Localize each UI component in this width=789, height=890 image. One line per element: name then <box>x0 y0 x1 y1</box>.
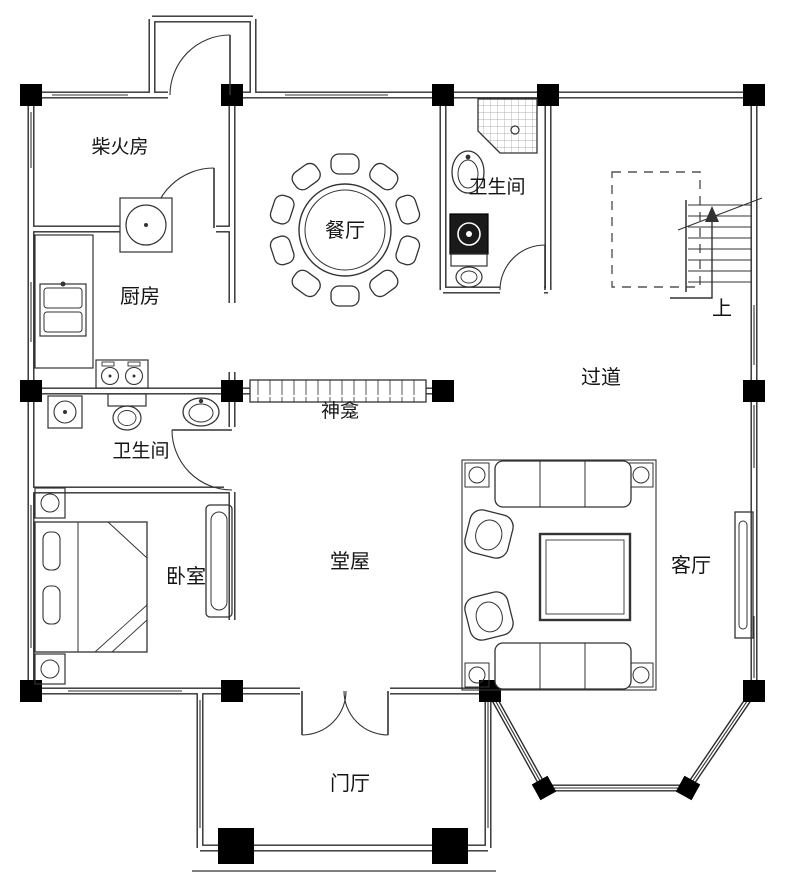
sink-icon <box>451 150 485 194</box>
column-icon <box>432 828 468 864</box>
double-door-swing-icon <box>301 690 389 736</box>
nightstand-icon <box>34 653 66 685</box>
nightstand-icon <box>34 487 66 519</box>
washing-machine-icon <box>449 213 489 255</box>
column-icon <box>20 84 42 106</box>
sofa-icon <box>494 642 632 690</box>
room-label-main-hall: 堂屋 <box>330 549 370 573</box>
toilet-icon <box>107 393 147 431</box>
door-swing-icon <box>169 34 231 96</box>
door-swing-icon <box>171 429 233 491</box>
column-icon <box>531 775 557 801</box>
dining-set <box>267 153 423 307</box>
sofa-icon <box>494 460 632 508</box>
shrine-shelf-icon <box>249 379 427 403</box>
room-label-bedroom: 卧室 <box>166 564 206 588</box>
armchair-icon <box>464 591 514 641</box>
column-icon <box>743 680 765 702</box>
column-icon <box>20 380 42 402</box>
windows <box>30 94 755 828</box>
door-swing-icon <box>499 244 546 291</box>
stairs-up-label: 上 <box>712 296 732 320</box>
doors <box>151 34 546 736</box>
room-label-firewood: 柴火房 <box>91 136 148 158</box>
room-label-foyer: 门厅 <box>330 771 370 795</box>
bathroom-upper-fixtures <box>449 98 538 288</box>
column-icon <box>221 380 243 402</box>
wardrobe-icon <box>205 504 233 618</box>
room-label-kitchen: 厨房 <box>120 284 160 308</box>
column-icon <box>479 680 501 702</box>
room-label-living-room: 客厅 <box>671 553 711 577</box>
column-icon <box>432 84 454 106</box>
bathroom-lower-fixtures <box>47 393 220 431</box>
columns <box>20 84 765 864</box>
room-label-hallway: 过道 <box>581 365 621 389</box>
column-icon <box>537 84 559 106</box>
dining-table-icon <box>298 183 392 277</box>
column-icon <box>675 775 701 801</box>
room-label-bathroom-upper: 卫生间 <box>468 176 525 198</box>
bedroom-furniture <box>34 487 233 685</box>
column-icon <box>432 380 454 402</box>
room-label-shrine: 神龛 <box>321 400 359 422</box>
chair-icon <box>330 285 360 307</box>
up-arrow-icon <box>670 206 719 299</box>
room-label-dining: 餐厅 <box>325 218 365 242</box>
column-icon <box>218 828 254 864</box>
column-icon <box>20 680 42 702</box>
chair-icon <box>330 153 360 175</box>
column-icon <box>743 380 765 402</box>
shower-icon <box>477 98 538 154</box>
sink-icon <box>182 397 220 427</box>
kitchen-counter-icon <box>34 234 94 369</box>
tv-cabinet-icon <box>734 511 754 639</box>
water-heater-icon <box>47 395 83 429</box>
room-label-bathroom-lower: 卫生间 <box>112 440 169 462</box>
void-dashed-outline <box>611 171 701 288</box>
armchair-icon <box>464 509 514 559</box>
column-icon <box>743 84 765 106</box>
basin-icon <box>119 197 173 253</box>
column-icon <box>221 84 243 106</box>
column-icon <box>221 680 243 702</box>
living-room-furniture <box>461 459 754 691</box>
stove-icon <box>95 359 149 389</box>
rug-corner-medallion <box>464 462 654 688</box>
kitchen-fixtures <box>34 197 173 389</box>
sink-icon <box>39 281 87 337</box>
stairs-icon <box>670 197 763 299</box>
coffee-table-icon <box>538 532 632 622</box>
rug-outline <box>461 459 657 691</box>
bay-window-icon <box>489 690 755 789</box>
toilet-icon <box>450 253 488 288</box>
bed-icon <box>34 521 148 653</box>
